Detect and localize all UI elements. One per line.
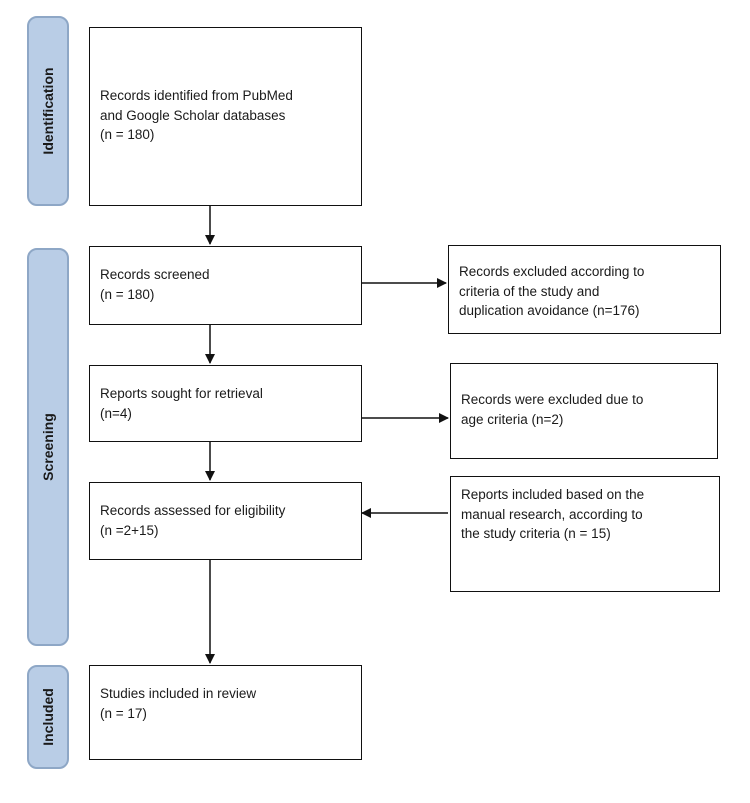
box-records-assessed-line-2: (n =2+15) (100, 522, 159, 538)
box-excluded-criteria-line-1: Records excluded according to (459, 264, 645, 279)
stage-identification: Identification (27, 16, 69, 206)
box-records-identified-line-3: (n = 180) (100, 127, 155, 143)
box-reports-manual-line-2: manual research, according to (461, 506, 643, 522)
box-reports-sought-line-2: (n=4) (100, 405, 132, 421)
stage-included-label: Included (40, 688, 56, 746)
box-reports-manual-line-3: the study criteria (n = 15) (461, 526, 611, 542)
box-reports-sought: Reports sought for retrieval (n=4) (89, 365, 362, 442)
box-records-screened: Records screened (n = 180) (89, 246, 362, 325)
stage-screening: Screening (27, 248, 69, 646)
box-records-identified: Records identified from PubMed and Googl… (89, 27, 362, 206)
box-records-assessed-line-1: Records assessed for eligibility (100, 503, 286, 518)
box-records-excluded-age: Records were excluded due to age criteri… (450, 363, 718, 459)
box-records-assessed: Records assessed for eligibility (n =2+1… (89, 482, 362, 560)
box-studies-included: Studies included in review (n = 17) (89, 665, 362, 760)
box-excluded-age-line-1: Records were excluded due to (461, 392, 644, 407)
box-excluded-criteria-line-3: duplication avoidance (n=176) (459, 303, 640, 319)
box-excluded-age-line-2: age criteria (n=2) (461, 411, 564, 427)
stage-screening-label: Screening (40, 413, 56, 481)
box-reports-sought-line-1: Reports sought for retrieval (100, 386, 263, 401)
box-records-excluded-criteria: Records excluded according to criteria o… (448, 245, 721, 334)
box-reports-manual: Reports included based on the manual res… (450, 476, 720, 592)
box-records-screened-line-1: Records screened (100, 267, 210, 282)
box-records-screened-line-2: (n = 180) (100, 286, 155, 302)
stage-identification-label: Identification (40, 67, 56, 155)
box-records-identified-line-1: Records identified from PubMed (100, 88, 293, 103)
box-reports-manual-line-1: Reports included based on the (461, 487, 645, 502)
box-studies-included-line-2: (n = 17) (100, 705, 147, 721)
box-excluded-criteria-line-2: criteria of the study and (459, 283, 600, 299)
box-records-identified-line-2: and Google Scholar databases (100, 107, 286, 123)
stage-included: Included (27, 665, 69, 769)
box-studies-included-line-1: Studies included in review (100, 686, 257, 701)
